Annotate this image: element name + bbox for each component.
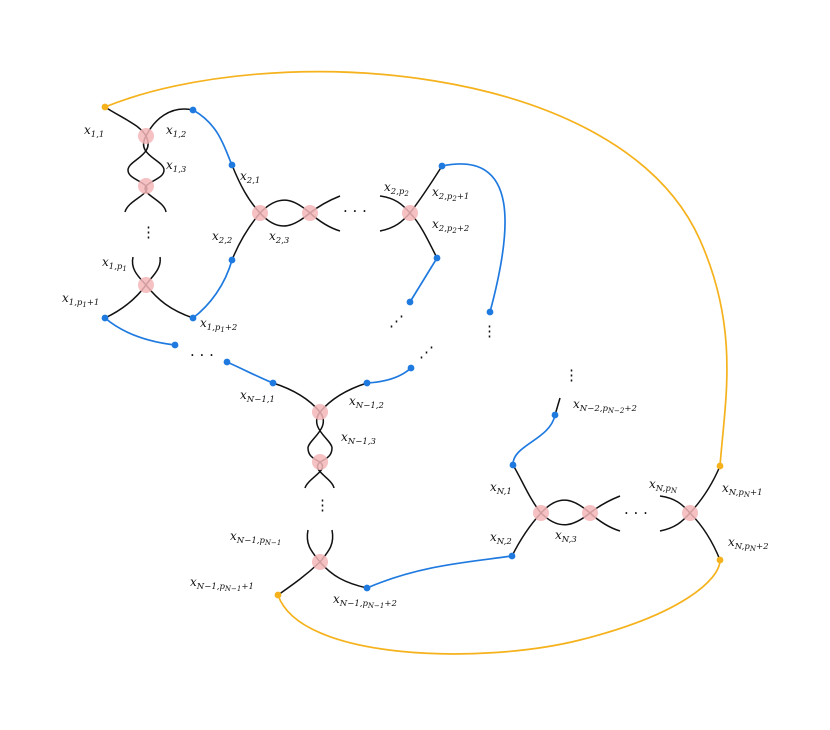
label-x2p2p1: x2,p2+1	[432, 185, 469, 203]
blue-endpoint	[363, 584, 371, 592]
label-x22: x2,2	[212, 229, 232, 246]
blue-endpoint	[438, 162, 446, 170]
label-xN1pp2: xN−1,pN−1+2	[333, 592, 397, 610]
blue-endpoint	[228, 256, 236, 264]
blue-endpoint	[101, 314, 109, 322]
label-xN11: xN−1,1	[240, 388, 275, 405]
braid1-strand	[104, 106, 149, 213]
braidN-strand	[512, 464, 621, 526]
crossing-marker	[138, 178, 154, 194]
blue-endpoint	[189, 314, 197, 322]
blue-endpoint	[509, 461, 517, 469]
blue-endpoint	[363, 379, 371, 387]
blue-strand-d	[226, 361, 274, 384]
blue-strand-i	[366, 555, 513, 589]
crossing-marker	[533, 505, 549, 521]
label-x1p1: x1,p1	[102, 255, 127, 273]
blue-endpoint	[433, 254, 441, 262]
label-xN2: xN,2	[490, 530, 512, 547]
blue-strand-a	[192, 109, 233, 166]
label-xNpNp2: xN,pN+2	[728, 535, 768, 553]
orange-endpoint	[101, 103, 109, 111]
crossing-marker	[312, 404, 328, 420]
orange-endpoint	[716, 556, 724, 564]
ellipsis-horizontal: · · ·	[190, 346, 214, 364]
label-xN1p: xN−1,pN−1	[230, 529, 281, 547]
blue-endpoint	[486, 308, 494, 316]
label-xN1: xN,1	[490, 480, 512, 497]
ellipsis-vertical: ⋮	[564, 366, 579, 384]
orange-endpoint	[274, 591, 282, 599]
crossing-marker	[402, 205, 418, 221]
label-x1p1p2: x1,p1+2	[200, 316, 237, 334]
label-x12: x1,2	[166, 123, 186, 140]
braidN-strand	[511, 499, 621, 557]
label-xN1pp1: xN−1,pN−1+1	[190, 575, 254, 593]
label-x13: x1,3	[166, 158, 186, 175]
endpoint-dots	[101, 103, 724, 599]
variable-labels: x1,1 x1,2 x1,3 x1,p1 x1,p1+1 x1,p1+2 x2,…	[62, 123, 768, 610]
crossing-marker	[138, 128, 154, 144]
ellipsis-diagonal: ⋰	[419, 343, 434, 361]
crossing-marker	[582, 505, 598, 521]
blue-strand-e	[366, 367, 412, 384]
crossing-markers	[138, 128, 698, 570]
ellipsis-horizontal: · · ·	[624, 504, 648, 522]
ellipsis-horizontal: · · ·	[343, 202, 367, 220]
label-xN12: xN−1,2	[349, 394, 384, 411]
crossing-marker	[312, 554, 328, 570]
ellipsis-vertical: ⋮	[315, 496, 330, 514]
blue-endpoint	[171, 341, 179, 349]
label-x2p2p2: x2,p2+2	[432, 217, 469, 235]
braidN1-strand	[272, 382, 324, 489]
label-x1p1p1: x1,p1+1	[62, 291, 99, 309]
orange-outer-arc	[104, 70, 728, 467]
ellipsis-vertical: ⋮	[482, 322, 497, 340]
label-x2p2: x2,p2	[384, 180, 409, 198]
label-xNpNp1: xN,pN+1	[722, 481, 762, 499]
crossing-marker	[302, 205, 318, 221]
blue-endpoint	[223, 358, 231, 366]
blue-strand-b	[192, 259, 233, 319]
blue-endpoint	[406, 298, 414, 306]
blue-strand-g	[409, 257, 438, 303]
blue-endpoint	[189, 106, 197, 114]
blue-strand-c	[104, 317, 176, 346]
ellipsis-diagonal: ⋰	[389, 312, 404, 330]
orange-bottom-arc	[277, 559, 721, 655]
orange-endpoint	[716, 462, 724, 470]
braid2-strand	[231, 199, 341, 261]
label-x11: x1,1	[84, 123, 104, 140]
blue-endpoint	[551, 411, 559, 419]
blue-strand-h	[512, 414, 556, 466]
blue-endpoint	[407, 364, 415, 372]
blue-strand-f	[441, 163, 506, 313]
braid2-strand	[231, 164, 341, 227]
label-x23: x2,3	[269, 229, 289, 246]
ellipsis-vertical: ⋮	[141, 223, 156, 241]
crossing-marker	[682, 505, 698, 521]
blue-endpoint	[228, 161, 236, 169]
crossing-marker	[252, 205, 268, 221]
crossing-marker	[138, 277, 154, 293]
blue-endpoint	[508, 552, 516, 560]
crossing-marker	[312, 454, 328, 470]
label-xN2pp2: xN−2,pN−2+2	[573, 397, 637, 415]
label-xN13: xN−1,3	[341, 430, 376, 447]
label-xN3: xN,3	[555, 528, 577, 545]
blue-endpoint	[269, 379, 277, 387]
label-x21: x2,1	[240, 169, 260, 186]
label-xNpN: xN,pN	[649, 477, 678, 495]
